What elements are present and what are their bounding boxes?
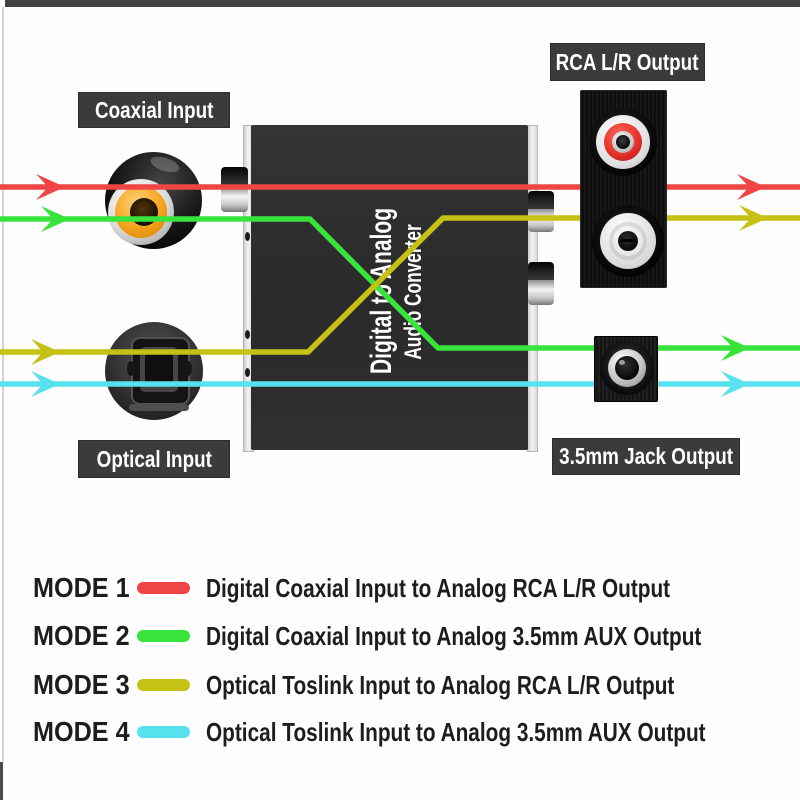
mode1-arrow-left (36, 174, 65, 200)
mode4-name: MODE 4 (33, 716, 130, 747)
mode2-name: MODE 2 (33, 620, 130, 651)
label-jack-output-text: 3.5mm Jack Output (559, 443, 733, 469)
coaxial-input-stub-dark (221, 167, 248, 187)
rca-white-jack-slot (621, 239, 635, 242)
mode4-color-swatch (137, 726, 190, 738)
coaxial-input-stub-silver (221, 187, 248, 212)
mode3-color-swatch (137, 679, 190, 691)
mode-row-3: MODE 3 Optical Toslink Input to Analog R… (33, 669, 791, 700)
mode1-arrow-right (737, 174, 766, 200)
mode1-name: MODE 1 (33, 572, 130, 603)
mode1-color-swatch (137, 582, 190, 594)
mode4-arrow-left (31, 371, 60, 397)
mode4-description: Optical Toslink Input to Analog 3.5mm AU… (206, 716, 706, 747)
rca-out-stub1-dark (528, 191, 554, 209)
label-coaxial-input-text: Coaxial Input (94, 96, 214, 123)
label-rca-output-text: RCA L/R Output (556, 48, 699, 75)
mode-row-2: MODE 2 Digital Coaxial Input to Analog 3… (33, 620, 800, 651)
rca-out-stub1-silver (528, 209, 554, 232)
mode2-arrow-left (41, 206, 70, 232)
mode2-description: Digital Coaxial Input to Analog 3.5mm AU… (206, 620, 702, 651)
rca-out-stub2-dark (528, 262, 554, 280)
left-rail-port-dot (245, 232, 250, 241)
label-rca-output: RCA L/R Output (550, 43, 705, 81)
label-optical-input: Optical Input (78, 440, 230, 478)
bottom-left-edge-mark (0, 762, 3, 800)
mode1-description: Digital Coaxial Input to Analog RCA L/R … (206, 572, 671, 603)
toslink-notch-left (127, 361, 135, 376)
mode3-arrow-left (31, 339, 60, 365)
left-border-line (2, 7, 4, 762)
rca-out-stub2-silver (528, 280, 554, 305)
toslink-port-inner (145, 353, 173, 386)
mode3-arrow-right (739, 205, 768, 231)
left-rail-port-dot (245, 330, 250, 339)
jack-glint (619, 360, 625, 365)
jack-hole (615, 356, 639, 380)
box-title-line1: Digital to Analog (365, 207, 398, 375)
label-coaxial-input: Coaxial Input (78, 92, 230, 128)
label-jack-output: 3.5mm Jack Output (552, 438, 740, 475)
label-optical-input-text: Optical Input (96, 445, 212, 472)
box-title-line2: Audio Converter (400, 224, 427, 360)
coaxial-center-hole (130, 198, 158, 226)
rca-red-jack-hole (616, 135, 630, 149)
mode4-arrow-right (721, 371, 750, 397)
mode2-arrow-right (721, 335, 750, 361)
mode-row-4: MODE 4 Optical Toslink Input to Analog 3… (33, 716, 800, 747)
mode3-description: Optical Toslink Input to Analog RCA L/R … (206, 669, 675, 700)
top-border-bar (5, 0, 800, 7)
mode-row-1: MODE 1 Digital Coaxial Input to Analog R… (33, 572, 786, 603)
mode2-color-swatch (137, 630, 190, 642)
optical-bottom-reflection (129, 404, 189, 411)
mode3-name: MODE 3 (33, 669, 130, 700)
left-rail-port-dot (245, 368, 250, 377)
toslink-notch-right (184, 361, 192, 376)
